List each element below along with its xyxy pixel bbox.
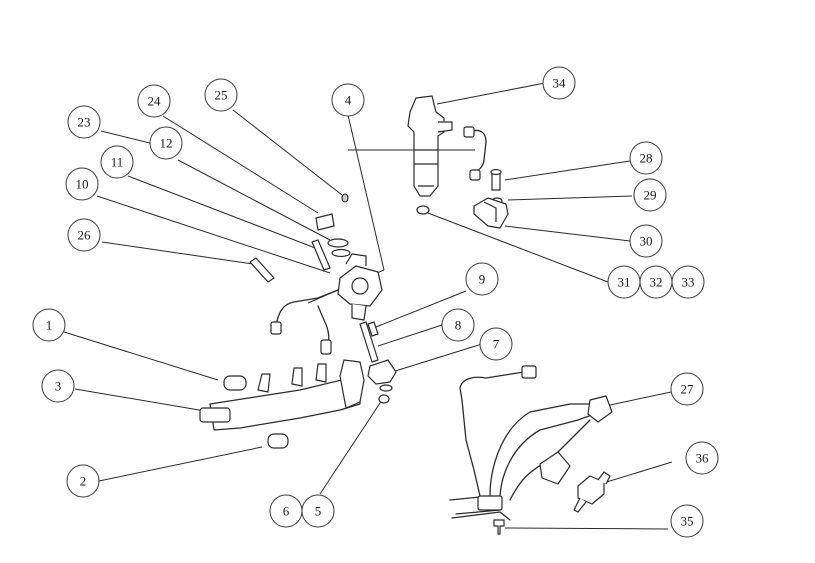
callout-number: 6 — [283, 504, 290, 519]
callout-8: 8 — [441, 308, 475, 342]
callout-circle — [629, 141, 663, 175]
callout-number: 36 — [696, 451, 710, 466]
callout-number: 9 — [479, 272, 486, 287]
callout-number: 27 — [681, 382, 695, 397]
callout-number: 3 — [55, 379, 62, 394]
callout-number: 23 — [78, 115, 91, 130]
callout-number: 25 — [215, 88, 228, 103]
mounting-screw — [493, 519, 505, 535]
callout-30: 30 — [629, 224, 663, 258]
callout-circle — [67, 105, 101, 139]
callout-28: 28 — [629, 141, 663, 175]
callout-number: 29 — [644, 188, 657, 203]
callout-5: 5 — [301, 494, 335, 528]
callout-36: 36 — [685, 441, 719, 475]
callout-24: 24 — [137, 84, 171, 118]
callout-circle — [685, 441, 719, 475]
callout-9: 9 — [465, 262, 499, 296]
pushrod — [359, 321, 379, 363]
callout-6: 6 — [269, 494, 303, 528]
injector-clamp-assembly — [473, 168, 509, 229]
callout-circle — [32, 308, 66, 342]
callout-number: 7 — [493, 337, 500, 352]
callout-25: 25 — [204, 78, 238, 112]
callout-23: 23 — [67, 105, 101, 139]
callout-circle — [633, 178, 667, 212]
callout-circle — [66, 464, 100, 498]
callout-number: 35 — [681, 514, 694, 529]
callout-number: 1 — [46, 318, 53, 333]
callout-7: 7 — [479, 327, 513, 361]
callout-32: 32 — [639, 265, 673, 299]
callout-circle — [670, 504, 704, 538]
injector-pipe — [463, 126, 487, 181]
callout-number: 34 — [553, 76, 567, 91]
callout-circle — [670, 372, 704, 406]
inline-fuel-filter — [573, 471, 611, 513]
callout-circle — [100, 145, 134, 179]
callout-circle — [67, 218, 101, 252]
pump-o-rings — [378, 384, 393, 404]
callout-29: 29 — [633, 178, 667, 212]
callout-number: 8 — [455, 318, 462, 333]
roller-follower — [367, 359, 397, 385]
callout-12: 12 — [149, 126, 183, 160]
callout-1: 1 — [32, 308, 66, 342]
callout-circle — [441, 308, 475, 342]
callout-35: 35 — [670, 504, 704, 538]
pump-feed-pipe — [270, 289, 339, 355]
callout-circle — [269, 494, 303, 528]
callout-number: 4 — [345, 93, 352, 108]
callout-circle — [542, 66, 576, 100]
callout-number: 30 — [640, 234, 653, 249]
callout-circle — [629, 224, 663, 258]
callout-number: 10 — [76, 177, 89, 192]
callout-circle — [331, 83, 365, 117]
pump-seal-parts — [311, 193, 351, 271]
callout-circle — [41, 369, 75, 403]
callout-33: 33 — [671, 265, 705, 299]
callout-circle — [479, 327, 513, 361]
injector-washer — [416, 205, 430, 215]
callout-circle — [671, 265, 705, 299]
callout-31: 31 — [607, 265, 641, 299]
callout-number: 26 — [78, 228, 92, 243]
callout-2: 2 — [66, 464, 100, 498]
dowel-pin — [249, 257, 275, 283]
callout-number: 24 — [148, 94, 162, 109]
callout-11: 11 — [100, 145, 134, 179]
callout-circle — [137, 84, 171, 118]
callout-number: 11 — [111, 155, 124, 170]
callout-number: 31 — [618, 275, 631, 290]
callout-circle — [204, 78, 238, 112]
high-pressure-pump — [337, 253, 383, 321]
fuel-line-assembly — [449, 365, 613, 521]
callout-number: 32 — [650, 275, 663, 290]
fuel-injector — [407, 95, 453, 197]
callout-10: 10 — [65, 167, 99, 201]
callout-27: 27 — [670, 372, 704, 406]
callout-number: 33 — [682, 275, 695, 290]
callout-circle — [149, 126, 183, 160]
callout-number: 5 — [315, 504, 322, 519]
callout-number: 28 — [640, 151, 653, 166]
common-fuel-rail — [199, 359, 365, 449]
callout-number: 12 — [160, 136, 173, 151]
callout-34: 34 — [542, 66, 576, 100]
callout-26: 26 — [67, 218, 101, 252]
callout-4: 4 — [331, 83, 365, 117]
callout-number: 2 — [80, 474, 87, 489]
callout-circle — [65, 167, 99, 201]
callout-3: 3 — [41, 369, 75, 403]
callout-circle — [465, 262, 499, 296]
